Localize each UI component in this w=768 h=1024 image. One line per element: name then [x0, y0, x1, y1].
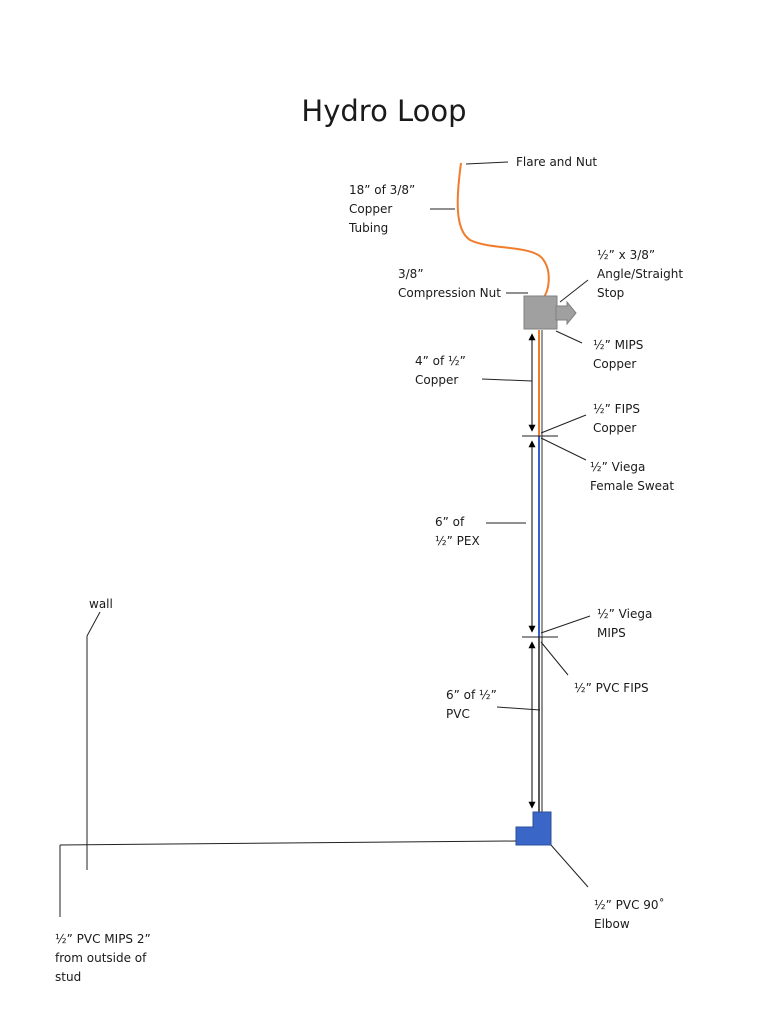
label-pvc-mips-stud: ½” PVC MIPS 2” from outside of stud [55, 932, 151, 984]
label-pvc-6in: 6” of ½” PVC [446, 688, 497, 721]
copper-tubing-line [456, 162, 550, 301]
angle-stop-valve [523, 295, 558, 330]
label-copper-tubing: 18” of 3/8” Copper Tubing [349, 183, 416, 235]
label-copper-4in: 4” of ½” Copper [415, 354, 466, 387]
label-pvc-elbow: ½” PVC 90˚ Elbow [594, 898, 665, 931]
label-wall: wall [89, 597, 113, 611]
label-pvc-fips: ½” PVC FIPS [574, 681, 649, 695]
label-viega-female-sweat: ½” Viega Female Sweat [590, 460, 675, 493]
angle-stop-outlet-arrow [555, 300, 577, 326]
horizontal-pvc-line [59, 840, 517, 846]
diagram-title: Hydro Loop [301, 94, 467, 128]
label-fips-copper: ½” FIPS Copper [593, 402, 640, 435]
label-angle-stop: ½” x 3/8” Angle/Straight Stop [597, 248, 684, 300]
label-viega-mips: ½” Viega MIPS [597, 607, 653, 640]
label-compression-nut: 3/8” Compression Nut [398, 267, 501, 300]
label-mips-copper: ½” MIPS Copper [593, 338, 644, 371]
pvc-elbow [515, 811, 552, 846]
label-pex-6in: 6” of ½” PEX [435, 515, 480, 548]
label-flare-nut: Flare and Nut [516, 155, 598, 169]
